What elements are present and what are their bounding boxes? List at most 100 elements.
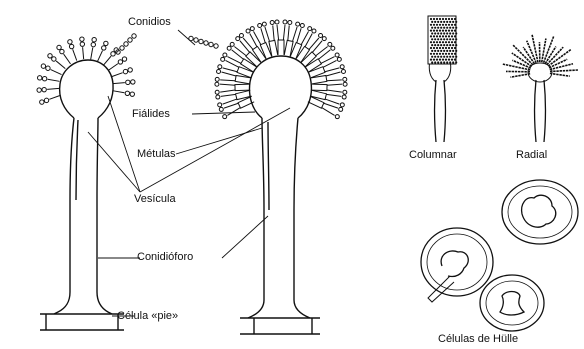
conidium bbox=[218, 103, 222, 107]
phialide bbox=[47, 88, 59, 89]
conidium bbox=[340, 65, 344, 69]
column-spore bbox=[433, 35, 435, 37]
phialide bbox=[113, 91, 125, 93]
phialide bbox=[73, 49, 77, 60]
phialide bbox=[297, 28, 301, 42]
column-spore bbox=[445, 59, 447, 61]
conidium bbox=[104, 41, 108, 45]
column-spore bbox=[442, 30, 444, 32]
column-spore bbox=[440, 38, 442, 40]
center-vesicle bbox=[250, 56, 312, 118]
phialide bbox=[288, 25, 289, 40]
phialide bbox=[240, 41, 250, 53]
column-spore bbox=[437, 32, 439, 34]
phialide bbox=[56, 61, 65, 69]
conidium bbox=[52, 57, 56, 61]
column-spore bbox=[436, 47, 438, 49]
column-spore bbox=[449, 56, 451, 58]
column-spore bbox=[449, 44, 451, 46]
column-spore bbox=[454, 24, 456, 26]
column-spore bbox=[451, 47, 453, 49]
column-spore bbox=[452, 50, 454, 52]
column-spore bbox=[443, 61, 445, 63]
column-spore bbox=[442, 35, 444, 37]
conidium bbox=[37, 88, 41, 92]
column-spore bbox=[443, 44, 445, 46]
column-spore bbox=[451, 24, 453, 26]
column-spore bbox=[451, 59, 453, 61]
conidium bbox=[215, 90, 219, 94]
conidium bbox=[335, 53, 339, 57]
conidium bbox=[322, 37, 326, 41]
conidium bbox=[337, 57, 341, 61]
column-spore bbox=[431, 32, 433, 34]
column-spore bbox=[449, 27, 451, 29]
radial-chain bbox=[550, 70, 578, 71]
phialide bbox=[83, 47, 84, 59]
column-spore bbox=[454, 35, 456, 37]
column-spore bbox=[434, 50, 436, 52]
metula bbox=[310, 90, 326, 99]
phialide bbox=[221, 72, 236, 76]
left-phialides bbox=[37, 34, 136, 104]
label-columnar: Columnar bbox=[409, 150, 457, 161]
column-spore bbox=[443, 32, 445, 34]
column-spore bbox=[451, 53, 453, 55]
column-spore bbox=[440, 21, 442, 23]
column-spore bbox=[430, 24, 432, 26]
columnar-head bbox=[428, 16, 456, 142]
conidium bbox=[328, 42, 332, 46]
column-spore bbox=[445, 41, 447, 43]
conidium bbox=[48, 54, 52, 58]
column-spore bbox=[430, 47, 432, 49]
column-spore bbox=[446, 50, 448, 52]
phialide bbox=[224, 103, 238, 108]
conidium bbox=[80, 42, 84, 46]
label-metulas: Métulas bbox=[137, 149, 176, 160]
phialide bbox=[327, 84, 342, 85]
hulle-cell-left bbox=[421, 228, 493, 302]
column-spore bbox=[455, 38, 457, 40]
conidium bbox=[215, 77, 219, 81]
phialide bbox=[293, 27, 298, 41]
conidium bbox=[283, 20, 287, 24]
radial-chain bbox=[510, 74, 530, 77]
column-spore bbox=[442, 53, 444, 55]
column-spore bbox=[448, 18, 450, 20]
column-spore bbox=[442, 18, 444, 20]
column-spore bbox=[439, 18, 441, 20]
hulle-cell-top bbox=[502, 180, 578, 244]
conidium bbox=[209, 42, 213, 46]
conidium bbox=[339, 107, 343, 111]
column-spore bbox=[431, 56, 433, 58]
column-spore bbox=[443, 21, 445, 23]
column-spore bbox=[445, 18, 447, 20]
column-spore bbox=[439, 41, 441, 43]
label-fialides: Fiálides bbox=[132, 109, 170, 120]
column-spore bbox=[452, 56, 454, 58]
conidium bbox=[199, 39, 203, 43]
column-spore bbox=[430, 18, 432, 20]
phialide bbox=[64, 54, 71, 64]
column-spore bbox=[454, 53, 456, 55]
conidium bbox=[300, 24, 304, 28]
phialide bbox=[220, 80, 235, 81]
column-spore bbox=[454, 41, 456, 43]
left-vesicle bbox=[60, 60, 113, 118]
phialide bbox=[48, 79, 60, 81]
metula bbox=[278, 40, 284, 55]
column-spore bbox=[433, 47, 435, 49]
conidium bbox=[60, 49, 64, 53]
column-spore bbox=[431, 50, 433, 52]
column-spore bbox=[443, 27, 445, 29]
phialide bbox=[327, 90, 342, 92]
column-spore bbox=[452, 61, 454, 63]
column-spore bbox=[437, 44, 439, 46]
phialide bbox=[51, 70, 62, 75]
conidium bbox=[204, 41, 208, 45]
conidium bbox=[120, 46, 124, 50]
conidium bbox=[132, 34, 136, 38]
column-spore bbox=[446, 44, 448, 46]
column-spore bbox=[433, 53, 435, 55]
conidium bbox=[57, 45, 61, 49]
